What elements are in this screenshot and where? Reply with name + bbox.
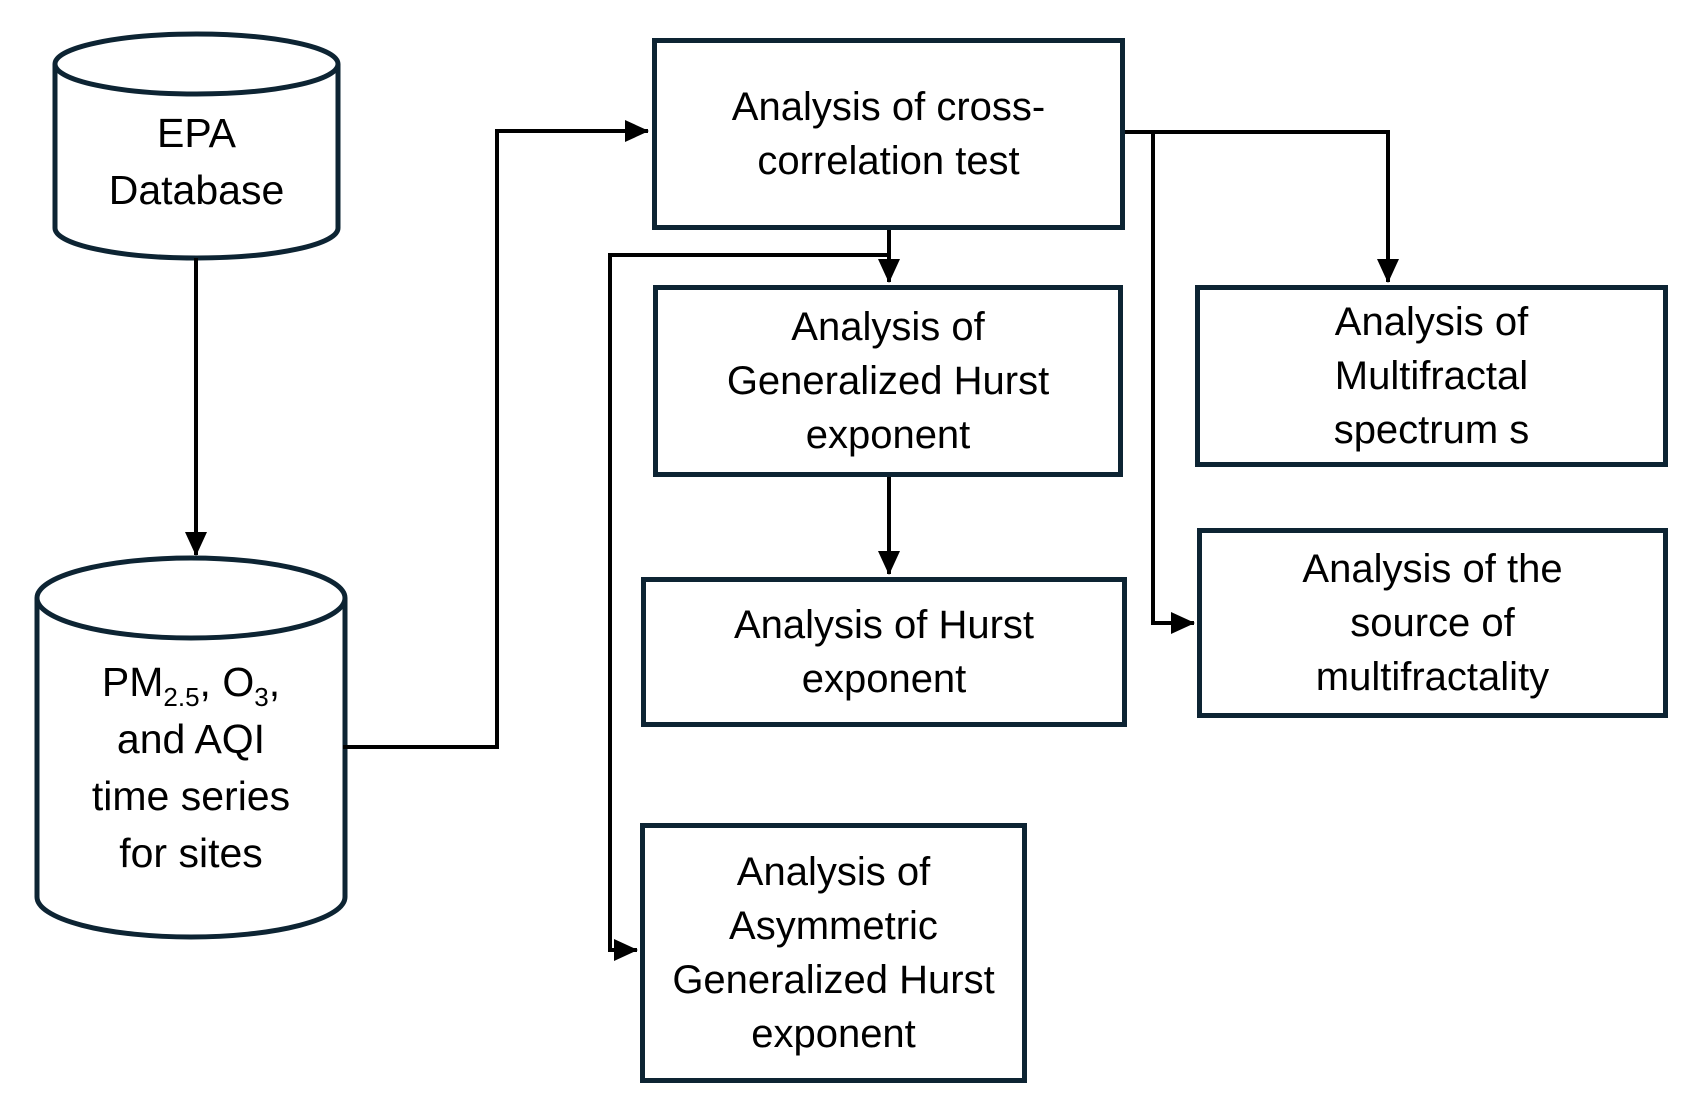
timeseries-cylinder	[34, 555, 348, 940]
box-label-line: exponent	[751, 1012, 916, 1056]
box-label-line: source of	[1350, 601, 1515, 645]
box-label-line: Generalized Hurst	[672, 958, 995, 1002]
box-label-line: multifractality	[1315, 655, 1550, 699]
box-label-line: exponent	[805, 413, 971, 457]
label-text: PM	[101, 659, 164, 705]
box-asymmetric-generalized-hurst-exponent: Analysis of Asymmetric Generalized Hurst…	[640, 823, 1027, 1083]
box-multifractal-spectrum: Analysis of Multifractal spectrum s	[1195, 285, 1668, 467]
cylinder-top	[52, 31, 341, 97]
box-label-line: spectrum s	[1333, 408, 1530, 452]
cylinder-label-line-subscripted: PM2.5, O3,	[102, 654, 280, 711]
box-hurst-exponent: Analysis of Hurst exponent	[641, 577, 1127, 727]
cylinder-body	[34, 598, 348, 940]
cylinder-label-line: Database	[108, 167, 285, 213]
box-label-line: Asymmetric	[729, 904, 938, 948]
box-label-line: Multifractal	[1334, 354, 1529, 398]
box-source-of-multifractality: Analysis of the source of multifractalit…	[1197, 528, 1668, 718]
subscript-text: 3	[254, 682, 269, 712]
box-label-line: Generalized Hurst	[726, 359, 1050, 403]
box-label-line: Analysis of the	[1302, 547, 1563, 591]
label-text: ,	[268, 659, 281, 705]
box-label-line: Analysis of	[1334, 300, 1529, 344]
arrow-timeseries-to-cross-correlation	[343, 120, 649, 749]
cylinder-label-line: and AQI	[116, 716, 266, 762]
box-label-line: Analysis of	[791, 305, 985, 349]
arrow-branch-to-source-of-multifractality	[1151, 132, 1195, 634]
cylinder-label-line: for sites	[119, 830, 263, 876]
box-label-line: Analysis of Hurst	[733, 603, 1035, 647]
box-label-line: Analysis of	[736, 850, 931, 894]
box-cross-correlation-test: Analysis of cross- correlation test	[652, 38, 1125, 230]
arrow-branch-to-asymmetric-generalized-hurst	[608, 253, 889, 961]
arrow-cross-correlation-to-multifractal-spectrum	[1125, 130, 1399, 283]
subscript-text: 2.5	[163, 682, 200, 712]
cylinder-label-line: time series	[91, 773, 291, 819]
box-label-line: exponent	[801, 657, 967, 701]
cylinder-top	[34, 555, 348, 641]
box-label-line: correlation test	[757, 139, 1020, 183]
box-label-line: Analysis of cross-	[731, 85, 1046, 129]
box-generalized-hurst-exponent: Analysis of Generalized Hurst exponent	[653, 285, 1123, 477]
cylinder-body	[52, 64, 341, 261]
epa-database-label: EPA Database	[55, 82, 338, 242]
connectors	[185, 120, 1399, 961]
timeseries-label: PM2.5, O3, and AQI time series for sites	[37, 618, 345, 918]
cylinder-label-line: EPA	[157, 110, 236, 156]
epa-database-cylinder	[52, 31, 341, 261]
label-text: , O	[199, 659, 255, 705]
